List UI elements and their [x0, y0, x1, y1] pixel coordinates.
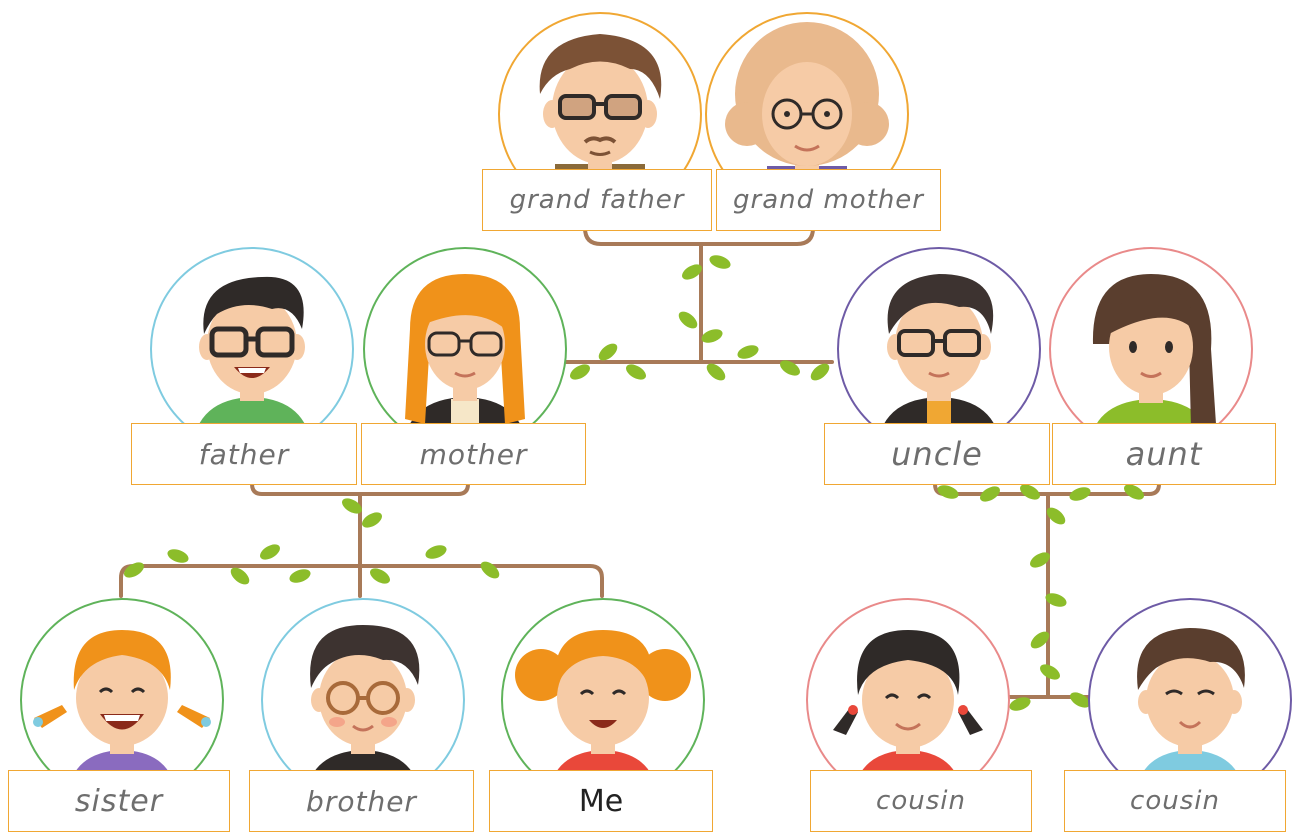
- leaf-icon: [810, 363, 830, 381]
- mother-face-icon: [403, 274, 527, 449]
- brother-label: brother: [306, 784, 417, 818]
- father-label-box: father: [131, 423, 357, 485]
- leaf-icon: [1069, 487, 1091, 501]
- me-label-box: Me: [489, 770, 713, 832]
- leaf-icon: [425, 545, 447, 559]
- grandfather-label: grand father: [509, 185, 685, 215]
- aunt-face-icon: [1089, 274, 1216, 449]
- leaf-icon: [1009, 697, 1031, 711]
- leaf-icon: [709, 255, 731, 269]
- cousin-girl-label-box: cousin: [810, 770, 1032, 832]
- leaf-icon: [1030, 631, 1050, 649]
- sister-portrait: [20, 598, 224, 802]
- leaf-icon: [780, 360, 800, 376]
- aunt-label-box: aunt: [1052, 423, 1276, 485]
- leaf-icon: [682, 264, 702, 280]
- sister-label: sister: [74, 783, 164, 819]
- leaf-icon: [626, 364, 646, 380]
- me-portrait: [501, 598, 705, 802]
- brother-label-box: brother: [249, 770, 474, 832]
- leaf-icon: [1020, 484, 1040, 500]
- leaf-icon: [1040, 664, 1060, 680]
- leaf-icon: [678, 311, 698, 329]
- leaf-icon: [937, 485, 959, 499]
- leaf-icon: [1046, 507, 1066, 525]
- mother-label-box: mother: [361, 423, 586, 485]
- leaf-icon: [737, 345, 759, 359]
- leaf-icon: [167, 549, 189, 563]
- leaf-icon: [230, 567, 250, 585]
- father-face-icon: [192, 276, 312, 449]
- grandmother-label-box: grand mother: [716, 169, 941, 231]
- cousin-boy-portrait: [1088, 598, 1292, 802]
- leaf-icon: [701, 329, 723, 343]
- sister-label-box: sister: [8, 770, 230, 832]
- leaf-icon: [342, 498, 362, 514]
- grandmother-label: grand mother: [733, 185, 924, 215]
- leaf-icon: [598, 343, 618, 361]
- mother-portrait: [363, 247, 567, 451]
- aunt-label: aunt: [1125, 435, 1203, 473]
- uncle-label: uncle: [891, 435, 983, 473]
- leaf-icon: [980, 486, 1000, 502]
- uncle-label-box: uncle: [824, 423, 1050, 485]
- leaf-icon: [1070, 692, 1090, 708]
- father-label: father: [198, 437, 290, 471]
- leaf-icon: [124, 562, 144, 578]
- cousin-girl-label: cousin: [876, 786, 966, 816]
- me-label: Me: [578, 783, 624, 819]
- leaf-icon: [370, 568, 390, 584]
- leaf-icon: [260, 544, 280, 560]
- leaf-icon: [706, 363, 726, 381]
- cousin-boy-label-box: cousin: [1064, 770, 1286, 832]
- aunt-portrait: [1049, 247, 1253, 451]
- father-portrait: [150, 247, 354, 451]
- brother-portrait: [261, 598, 465, 802]
- leaves: [124, 255, 1144, 711]
- leaf-icon: [1030, 552, 1050, 568]
- leaf-icon: [362, 512, 382, 528]
- leaf-icon: [1045, 593, 1067, 607]
- leaf-icon: [1124, 484, 1144, 500]
- grandfather-label-box: grand father: [482, 169, 712, 231]
- leaf-icon: [289, 569, 311, 583]
- mother-label: mother: [419, 437, 528, 471]
- leaf-icon: [480, 561, 500, 579]
- uncle-face-icon: [877, 274, 1001, 449]
- cousin-boy-label: cousin: [1130, 786, 1220, 816]
- uncle-portrait: [837, 247, 1041, 451]
- leaf-icon: [570, 364, 590, 380]
